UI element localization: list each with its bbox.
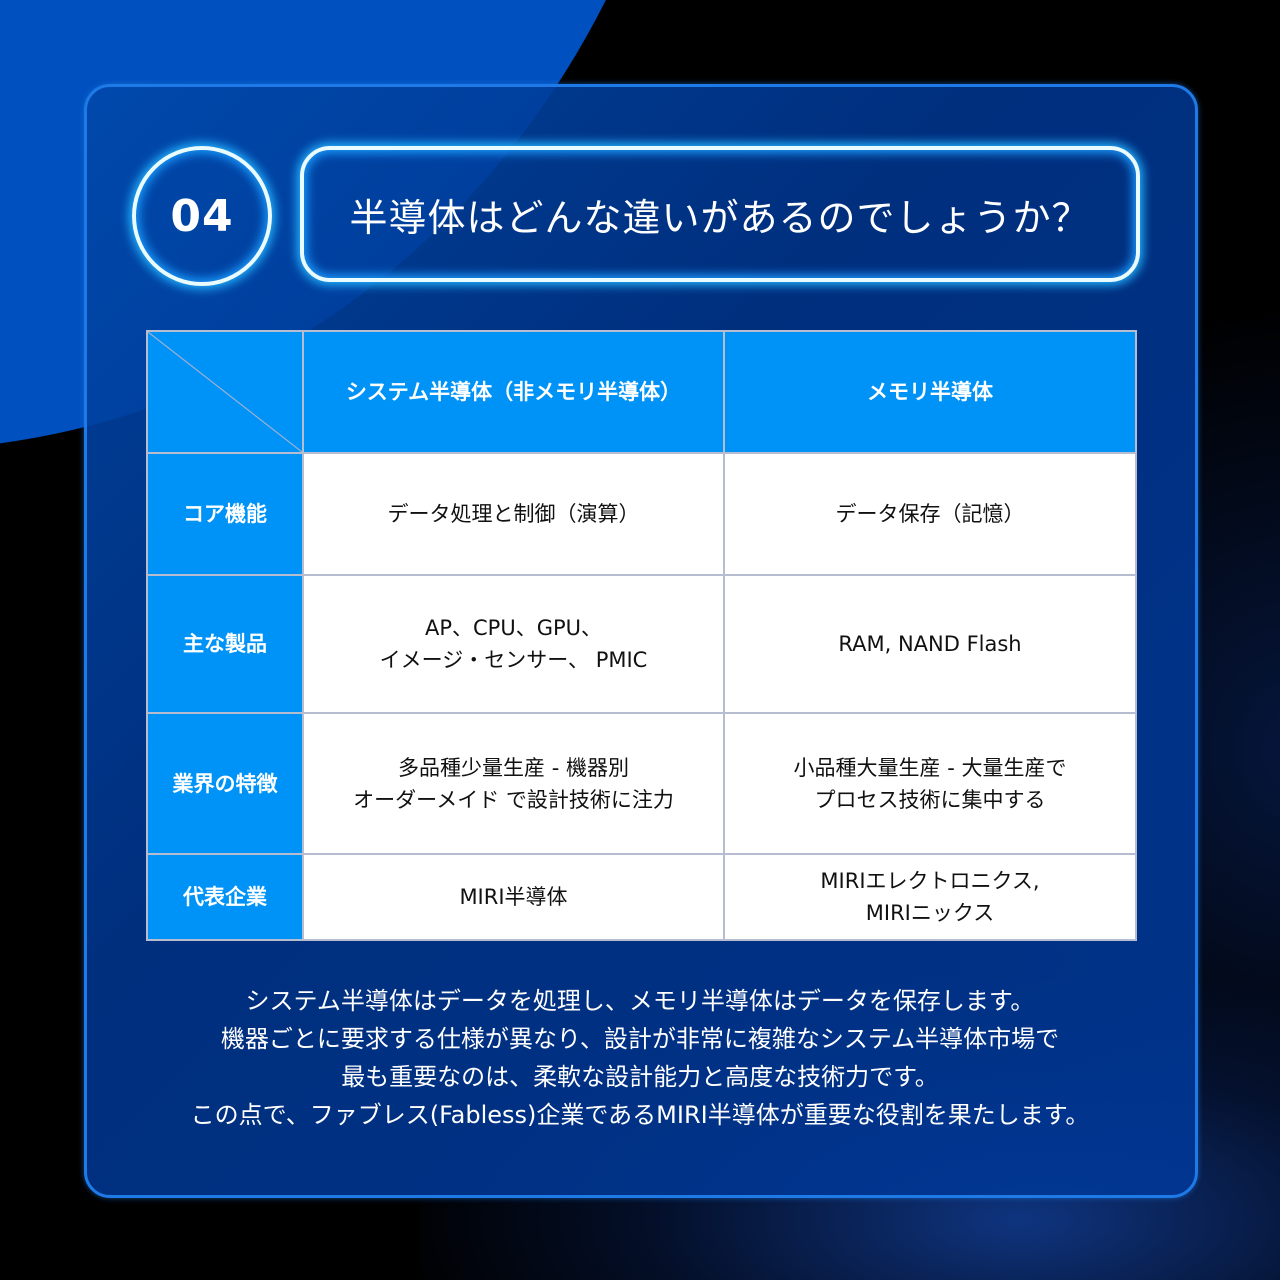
cell-memory-companies: MIRIエレクトロニクス, MIRIニックス: [723, 853, 1137, 941]
cell-text: イメージ・センサー、 PMIC: [379, 648, 648, 672]
title-box: 半導体はどんな違いがあるのでしょうか？: [300, 146, 1140, 282]
summary-paragraph: システム半導体はデータを処理し、メモリ半導体はデータを保存します。 機器ごとに要…: [100, 982, 1180, 1134]
summary-line: システム半導体はデータを処理し、メモリ半導体はデータを保存します。: [245, 987, 1035, 1015]
cell-text: MIRIニックス: [865, 901, 995, 925]
column-header-system: システム半導体（非メモリ半導体）: [302, 330, 725, 454]
summary-line: この点で、ファブレス(Fabless)企業であるMIRI半導体が重要な役割を果た…: [190, 1101, 1090, 1129]
table-header-row: システム半導体（非メモリ半導体） メモリ半導体: [146, 330, 1137, 454]
page-title: 半導体はどんな違いがあるのでしょうか？: [349, 195, 1091, 240]
diagonal-line-icon: [148, 332, 302, 452]
cell-system-companies: MIRI半導体: [302, 853, 725, 941]
table-row: 業界の特徴 多品種少量生産 - 機器別 オーダーメイド で設計技術に注力 小品種…: [146, 712, 1137, 855]
cell-text: プロセス技術に集中する: [814, 787, 1046, 812]
cell-memory-industry-traits: 小品種大量生産 - 大量生産で プロセス技術に集中する: [723, 712, 1137, 855]
cell-text: MIRIエレクトロニクス,: [820, 869, 1040, 893]
cell-text: オーダーメイド で設計技術に注力: [353, 787, 674, 812]
row-label-representative-companies: 代表企業: [146, 853, 304, 941]
cell-text: AP、CPU、GPU、: [424, 616, 603, 640]
cell-text: データ処理と制御（演算）: [387, 502, 640, 526]
table-corner-cell: [146, 330, 304, 454]
column-header-memory: メモリ半導体: [723, 330, 1137, 454]
cell-text: 多品種少量生産 - 機器別: [398, 755, 629, 780]
cell-text: RAM, NAND Flash: [838, 632, 1022, 656]
table-row: コア機能 データ処理と制御（演算） データ保存（記憶）: [146, 452, 1137, 576]
cell-system-main-products: AP、CPU、GPU、 イメージ・センサー、 PMIC: [302, 574, 725, 714]
cell-system-core-function: データ処理と制御（演算）: [302, 452, 725, 576]
cell-memory-main-products: RAM, NAND Flash: [723, 574, 1137, 714]
cell-text: データ保存（記憶）: [835, 502, 1025, 526]
summary-line: 最も重要なのは、柔軟な設計能力と高度な技術力です。: [341, 1063, 939, 1091]
table-row: 主な製品 AP、CPU、GPU、 イメージ・センサー、 PMIC RAM, NA…: [146, 574, 1137, 714]
cell-system-industry-traits: 多品種少量生産 - 機器別 オーダーメイド で設計技術に注力: [302, 712, 725, 855]
row-label-main-products: 主な製品: [146, 574, 304, 714]
table-row: 代表企業 MIRI半導体 MIRIエレクトロニクス, MIRIニックス: [146, 853, 1137, 941]
section-number-badge: 04: [132, 146, 272, 286]
section-number: 04: [170, 190, 234, 242]
row-label-core-function: コア機能: [146, 452, 304, 576]
comparison-table: システム半導体（非メモリ半導体） メモリ半導体 コア機能 データ処理と制御（演算…: [146, 330, 1137, 941]
cell-text: MIRI半導体: [459, 885, 568, 909]
row-label-industry-traits: 業界の特徴: [146, 712, 304, 855]
cell-text: 小品種大量生産 - 大量生産で: [793, 755, 1067, 780]
summary-line: 機器ごとに要求する仕様が異なり、設計が非常に複雑なシステム半導体市場で: [220, 1025, 1060, 1053]
cell-memory-core-function: データ保存（記憶）: [723, 452, 1137, 576]
